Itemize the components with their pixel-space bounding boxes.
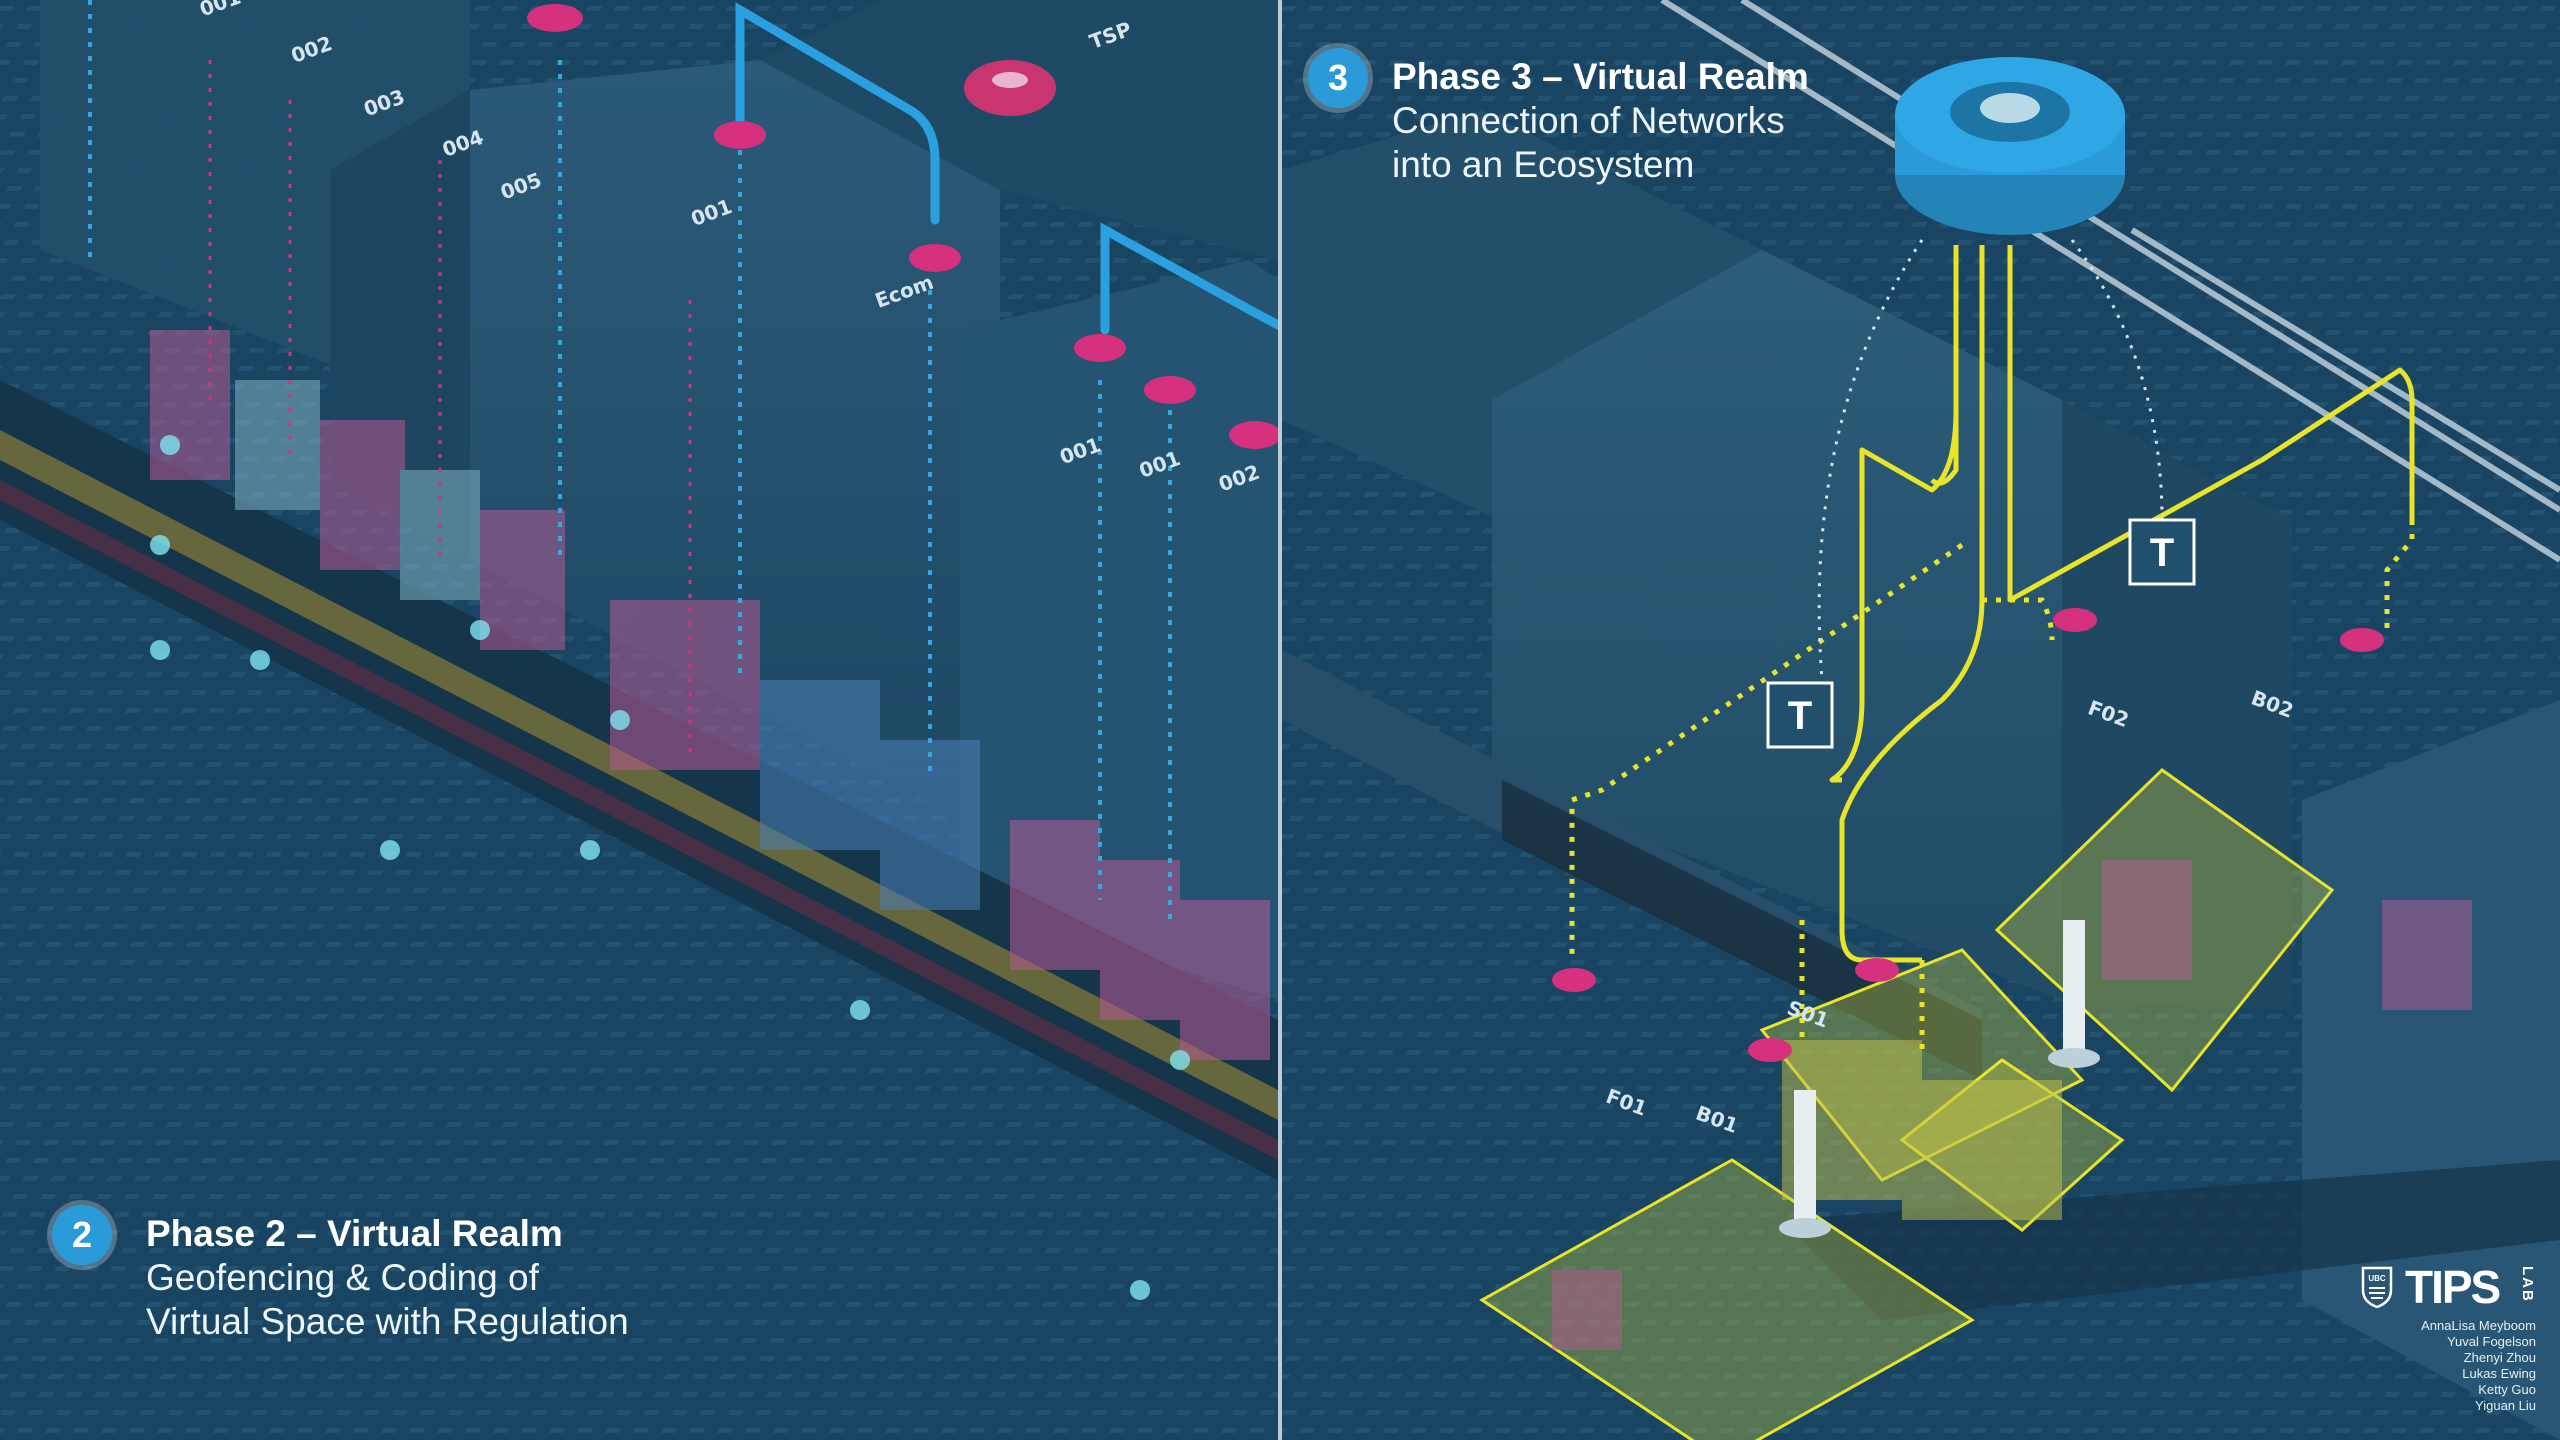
network-node-marker: T	[1788, 694, 1812, 738]
phase-3-subtitle-line: Connection of Networks	[1392, 100, 1785, 141]
credit-name: Ketty Guo	[2478, 1382, 2536, 1397]
lab-wordmark: LAB	[2519, 1266, 2536, 1303]
phase-3-subtitle-line: into an Ecosystem	[1392, 144, 1695, 185]
credit-name: Yuval Fogelson	[2447, 1334, 2536, 1349]
panel-divider	[1278, 0, 1282, 1440]
phase-2-subtitle-line: Geofencing & Coding of	[146, 1257, 539, 1298]
credit-name: Lukas Ewing	[2462, 1366, 2536, 1381]
credit-name: Zhenyi Zhou	[2463, 1350, 2536, 1365]
phase-2-panel: 001 002 003 004 005 001 Ecom TSP 001 001…	[0, 0, 1278, 1440]
svg-text:UBC: UBC	[2368, 1274, 2386, 1283]
phase-3-title: Phase 3 – Virtual Realm	[1392, 56, 1809, 97]
phase-3-illustration: T T F02 B02 S01 F01 B01	[1282, 0, 2560, 1440]
phase-2-caption: 2 Phase 2 – Virtual Realm Geofencing & C…	[52, 1205, 752, 1365]
tips-lab-branding: UBC TIPS LAB AnnaLisa Meyboom Yuval Foge…	[2316, 1262, 2536, 1432]
phase-2-badge: 2	[52, 1205, 112, 1265]
phase-3-caption: 3 Phase 3 – Virtual Realm Connection of …	[1308, 48, 2008, 198]
phase-2-illustration: 001 002 003 004 005 001 Ecom TSP 001 001…	[0, 0, 1278, 1440]
phase-3-panel: T T F02 B02 S01 F01 B01 3 Phase 3 – Virt…	[1282, 0, 2560, 1440]
tips-lab-logo: UBC TIPS LAB	[2361, 1262, 2536, 1312]
phase-2-title: Phase 2 – Virtual Realm	[146, 1213, 563, 1254]
credit-name: AnnaLisa Meyboom	[2421, 1318, 2536, 1333]
network-node-marker: T	[2150, 531, 2174, 575]
credits-list: AnnaLisa Meyboom Yuval Fogelson Zhenyi Z…	[2421, 1318, 2536, 1414]
credit-name: Yiguan Liu	[2475, 1398, 2536, 1413]
phase-3-badge: 3	[1308, 48, 1368, 108]
ubc-crest-icon: UBC	[2361, 1266, 2393, 1308]
phase-2-subtitle-line: Virtual Space with Regulation	[146, 1301, 629, 1342]
tips-wordmark: TIPS	[2405, 1261, 2501, 1313]
